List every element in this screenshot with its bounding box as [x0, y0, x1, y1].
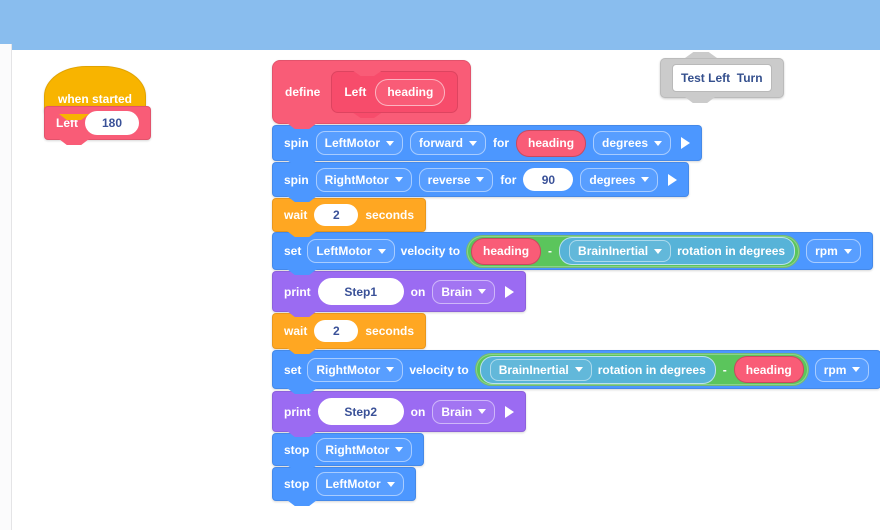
define-hat-block[interactable]: define Left heading: [272, 60, 472, 124]
block-label: for: [493, 136, 510, 150]
unit-dropdown[interactable]: rpm: [814, 357, 870, 382]
myblock-prototype[interactable]: Left heading: [331, 71, 459, 113]
block-label: seconds: [365, 208, 415, 222]
dropdown-caret-icon: [654, 248, 663, 254]
block-label: spin: [284, 136, 309, 150]
dropdown-caret-icon: [386, 367, 395, 372]
expand-arrow-icon[interactable]: [668, 173, 678, 186]
block-label: print: [284, 404, 311, 419]
block-label: print: [284, 284, 311, 299]
unit-dropdown[interactable]: degrees: [580, 167, 659, 192]
dropdown-caret-icon: [469, 140, 478, 146]
motor-dropdown[interactable]: RightMotor: [316, 437, 413, 462]
block-label: wait: [284, 208, 308, 222]
block-label: on: [410, 284, 426, 299]
operator-symbol: -: [722, 362, 727, 377]
text-input[interactable]: Step2: [317, 398, 404, 425]
variable-reporter-heading[interactable]: heading: [733, 356, 804, 383]
comment-block[interactable]: Test Left Turn: [660, 58, 784, 98]
direction-dropdown[interactable]: reverse: [418, 167, 494, 192]
number-input[interactable]: 2: [314, 320, 359, 342]
block-label: for: [500, 172, 517, 187]
target-dropdown[interactable]: Brain: [432, 399, 496, 424]
wait-block[interactable]: wait 2 seconds: [272, 313, 427, 349]
dropdown-caret-icon: [478, 409, 487, 414]
inertial-rotation-reporter[interactable]: BrainInertial rotation in degrees: [559, 237, 796, 265]
stop-leftmotor-block[interactable]: stop LeftMotor: [272, 467, 416, 501]
expand-arrow-icon[interactable]: [505, 285, 515, 298]
motor-dropdown[interactable]: LeftMotor: [316, 472, 404, 496]
block-label: wait: [284, 324, 308, 338]
print-block[interactable]: print Step1 on Brain: [272, 271, 527, 312]
text-input[interactable]: Step1: [317, 278, 404, 305]
block-label: set: [284, 362, 302, 377]
wait-block[interactable]: wait 2 seconds: [272, 198, 427, 232]
unit-dropdown[interactable]: rpm: [806, 239, 861, 263]
block-canvas[interactable]: when started Left 180 Test Left Turn def…: [12, 50, 880, 530]
myblock-call-left[interactable]: Left 180: [44, 106, 151, 140]
number-input[interactable]: 90: [523, 168, 574, 191]
inertial-rotation-reporter[interactable]: BrainInertial rotation in degrees: [479, 355, 716, 384]
print-block[interactable]: print Step2 on Brain: [272, 391, 527, 432]
dropdown-caret-icon: [843, 248, 852, 254]
operator-symbol: -: [548, 244, 553, 258]
dropdown-caret-icon: [654, 140, 663, 146]
set-rightmotor-velocity-block[interactable]: set RightMotor velocity to BrainInertial…: [272, 350, 880, 389]
dropdown-caret-icon: [641, 177, 650, 182]
block-label: on: [410, 404, 426, 419]
sensor-dropdown[interactable]: BrainInertial: [489, 358, 592, 381]
comment-text-field[interactable]: Test Left Turn: [672, 64, 772, 92]
motor-dropdown[interactable]: LeftMotor: [315, 131, 403, 155]
spin-leftmotor-block[interactable]: spin LeftMotor forward for heading degre…: [272, 125, 703, 161]
subtraction-operator[interactable]: heading - BrainInertial rotation in degr…: [466, 234, 801, 268]
dropdown-caret-icon: [852, 367, 861, 372]
block-label: stop: [284, 442, 310, 457]
direction-dropdown[interactable]: forward: [410, 131, 487, 155]
dropdown-caret-icon: [377, 248, 386, 254]
dropdown-caret-icon: [395, 447, 404, 452]
motor-dropdown[interactable]: LeftMotor: [307, 239, 395, 263]
dropdown-caret-icon: [394, 177, 403, 182]
myblock-name: Left: [344, 85, 367, 99]
block-label: rotation in degrees: [597, 362, 706, 377]
number-input[interactable]: 2: [314, 204, 359, 226]
block-label: rotation in degrees: [677, 244, 786, 258]
number-input[interactable]: 180: [85, 111, 139, 135]
block-label: set: [284, 244, 302, 258]
sensor-dropdown[interactable]: BrainInertial: [569, 240, 672, 262]
motor-dropdown[interactable]: RightMotor: [315, 167, 412, 192]
parameter-reporter[interactable]: heading: [375, 78, 446, 106]
dropdown-caret-icon: [386, 481, 395, 487]
target-dropdown[interactable]: Brain: [432, 279, 496, 304]
dropdown-caret-icon: [386, 140, 394, 146]
define-keyword: define: [285, 85, 321, 99]
dropdown-caret-icon: [478, 289, 487, 294]
stop-rightmotor-block[interactable]: stop RightMotor: [272, 433, 425, 466]
variable-reporter-heading[interactable]: heading: [471, 237, 542, 265]
motor-dropdown[interactable]: RightMotor: [307, 357, 404, 382]
dropdown-caret-icon: [476, 177, 485, 182]
block-label: stop: [284, 477, 310, 491]
spin-rightmotor-block[interactable]: spin RightMotor reverse for 90 degrees: [272, 162, 690, 197]
subtraction-operator[interactable]: BrainInertial rotation in degrees - head…: [474, 353, 809, 386]
dropdown-caret-icon: [574, 367, 583, 372]
block-label: when started: [58, 92, 133, 106]
unit-dropdown[interactable]: degrees: [593, 131, 672, 155]
expand-arrow-icon[interactable]: [505, 405, 515, 418]
set-leftmotor-velocity-block[interactable]: set LeftMotor velocity to heading - Brai…: [272, 232, 873, 270]
toolbar-bar: [0, 0, 880, 50]
block-label: seconds: [365, 324, 415, 338]
block-label: velocity to: [400, 244, 461, 258]
palette-edge: [0, 44, 12, 530]
block-label: velocity to: [409, 362, 469, 377]
variable-reporter-heading[interactable]: heading: [516, 129, 587, 157]
block-label: spin: [284, 172, 309, 187]
expand-arrow-icon[interactable]: [681, 137, 691, 149]
